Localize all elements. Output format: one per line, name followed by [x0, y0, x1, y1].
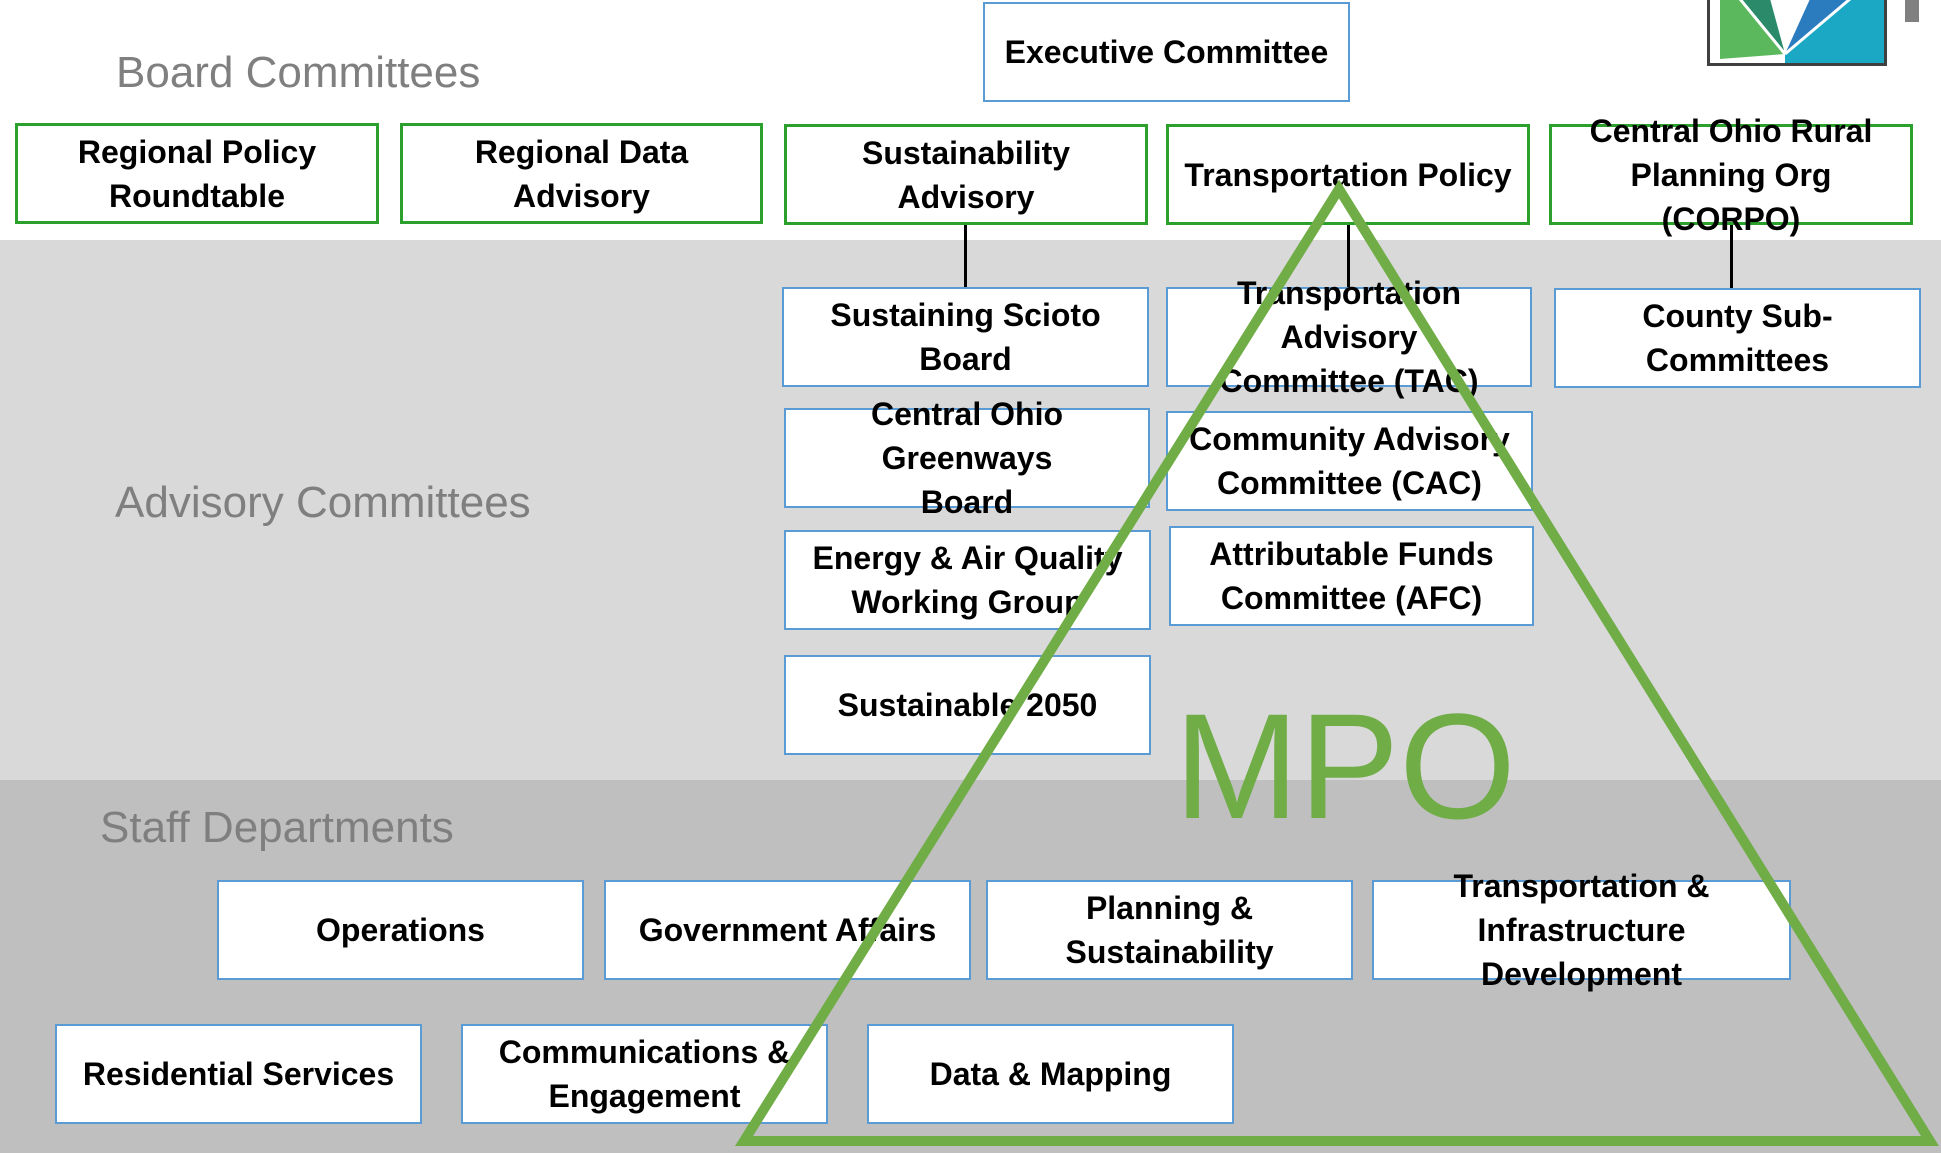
advisory-cac: Community Advisory Committee (CAC) — [1166, 411, 1533, 511]
advisory-county-sub-committees: County Sub- Committees — [1554, 288, 1921, 388]
mpo-label: MPO — [1174, 682, 1516, 850]
board-corpo: Central Ohio Rural Planning Org (CORPO) — [1549, 113, 1913, 237]
connector-corpo — [1730, 225, 1733, 289]
section-label-advisory: Advisory Committees — [115, 478, 531, 527]
board-sustainability-advisory: Sustainability Advisory — [784, 124, 1148, 225]
connector-sustainability — [964, 225, 967, 289]
staff-data-mapping: Data & Mapping — [867, 1024, 1234, 1124]
staff-government-affairs: Government Affairs — [604, 880, 971, 980]
section-label-board: Board Committees — [116, 48, 481, 97]
advisory-afc: Attributable Funds Committee (AFC) — [1169, 526, 1534, 626]
advisory-sustainable-2050: Sustainable 2050 — [784, 655, 1151, 755]
staff-planning-sustainability: Planning & Sustainability — [986, 880, 1353, 980]
board-regional-policy-roundtable: Regional Policy Roundtable — [15, 123, 379, 224]
staff-residential-services: Residential Services — [55, 1024, 422, 1124]
section-label-staff: Staff Departments — [100, 803, 454, 852]
logo-mark-icon — [1720, 0, 1884, 63]
staff-operations: Operations — [217, 880, 584, 980]
board-regional-data-advisory: Regional Data Advisory — [400, 123, 763, 224]
staff-transportation-infrastructure: Transportation & Infrastructure Developm… — [1372, 868, 1791, 992]
executive-committee-box: Executive Committee — [983, 2, 1350, 102]
advisory-sustaining-scioto-board: Sustaining Scioto Board — [782, 287, 1149, 387]
mpo-triangle — [734, 179, 1939, 1146]
connector-transportation — [1347, 225, 1350, 289]
logo-edge — [1905, 0, 1919, 22]
logo — [1707, 0, 1887, 66]
